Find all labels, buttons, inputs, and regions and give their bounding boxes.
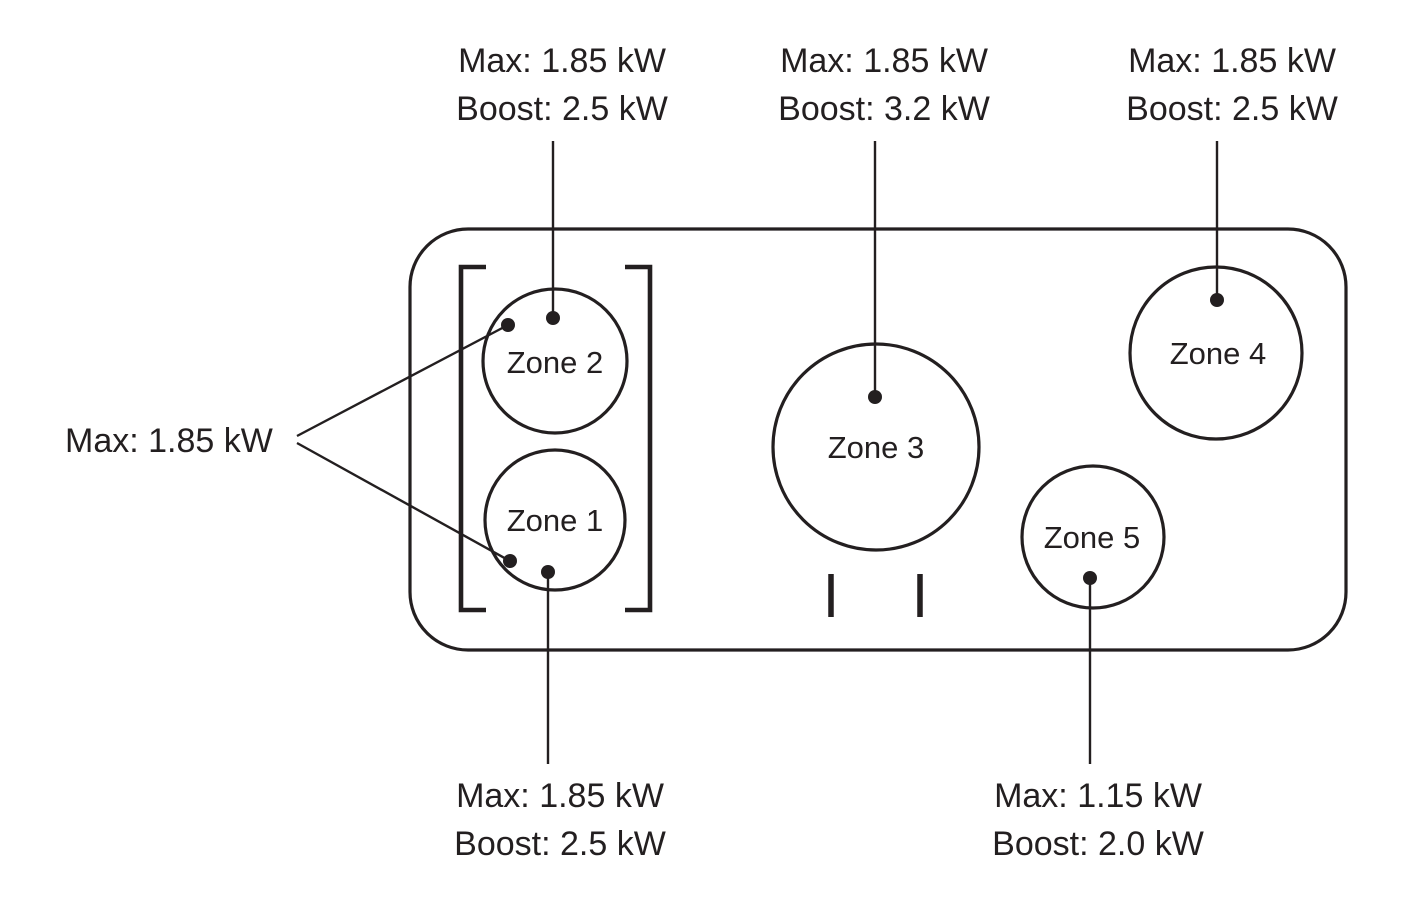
annotation-zone2-boost: Boost: 2.5 kW [456, 90, 668, 128]
connector-dot-zone5-bottom [1083, 571, 1097, 585]
connector-dot-zone1-bottom [541, 565, 555, 579]
annotation-zone2-max: Max: 1.85 kW [458, 42, 666, 80]
zone-5-circle [1020, 464, 1166, 610]
connector-line-left-to-zone1 [296, 441, 511, 563]
zone-1-label: Zone 1 [507, 503, 604, 538]
connector-dot-zone3-top [868, 390, 882, 404]
annotation-zone5-boost: Boost: 2.0 kW [992, 825, 1204, 863]
zone-2-label: Zone 2 [507, 345, 604, 380]
annotation-zone3-boost: Boost: 3.2 kW [778, 90, 990, 128]
cooktop-outline [408, 227, 1348, 652]
flex-zone-bracket-left [458, 264, 486, 613]
flex-zone-bracket-right [625, 264, 653, 613]
annotation-left-shared-max: Max: 1.85 kW [65, 422, 273, 460]
annotation-zone1-boost: Boost: 2.5 kW [454, 825, 666, 863]
annotation-zone3-max: Max: 1.85 kW [780, 42, 988, 80]
connector-dot-zone2-top [546, 311, 560, 325]
zone-1-circle [483, 448, 627, 592]
annotation-zone5-max: Max: 1.15 kW [994, 777, 1202, 815]
annotation-zone4-boost: Boost: 2.5 kW [1126, 90, 1338, 128]
connector-dot-zone1-left [503, 554, 517, 568]
zone-5-label: Zone 5 [1044, 520, 1141, 555]
connector-dot-zone4-top [1210, 293, 1224, 307]
connector-line-left-to-zone2 [296, 323, 509, 438]
annotation-zone4-max: Max: 1.85 kW [1128, 42, 1336, 80]
zone-2-circle [481, 287, 629, 435]
zone-3-label: Zone 3 [828, 430, 925, 465]
zone-4-label: Zone 4 [1170, 336, 1267, 371]
connector-dot-zone2-left [501, 318, 515, 332]
annotation-zone1-max: Max: 1.85 kW [456, 777, 664, 815]
